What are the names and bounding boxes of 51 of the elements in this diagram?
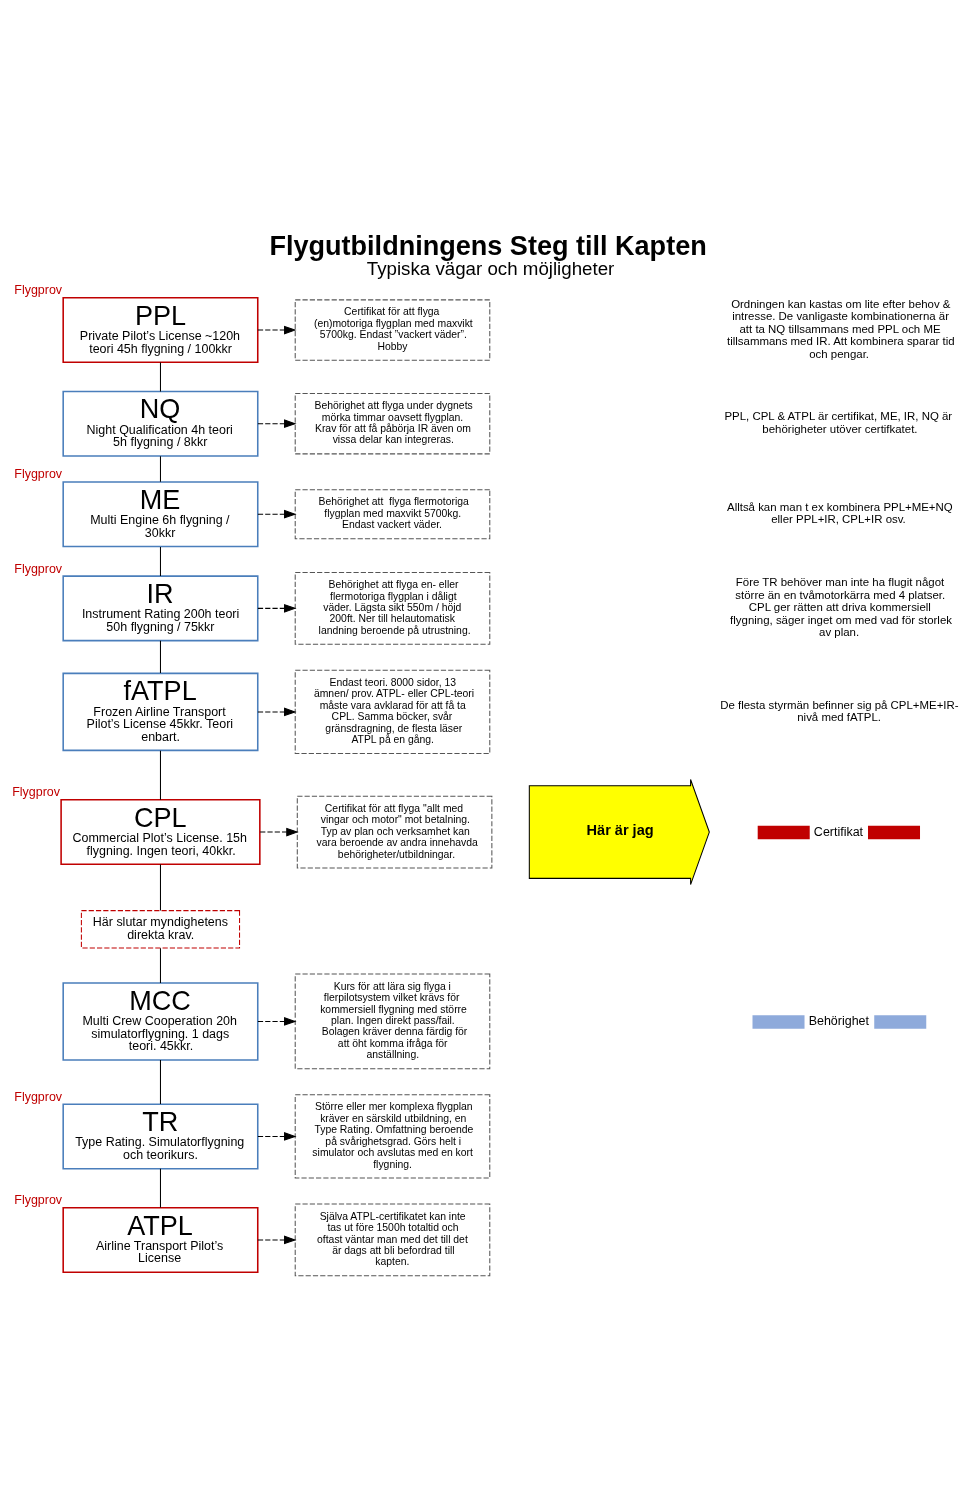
node-box: Certifikat för att flyga "allt med vingar och motor" mot betalning. Typ av plan och verksamhet kan vara beroende av andra innehavda behörigheter/utbildningar. [296,795,493,868]
node-box: Större eller mer komplexa flygplan kräver en särskild utbildning, en Type Rating. Omfattning beroende på svårighetsgrad. Görs helt i simulator och avslutas med en kort flygning. [294,1093,491,1179]
node-box: Kurs för att lära sig flyga i flerpilotsystem vilket krävs för kommersiell flygning med större plan. Ingen direkt pass/fail. Bolagen kräver denna färdig för att öht komma ifråga för anställning. [294,973,491,1069]
connector [159,455,161,482]
arrow [257,418,297,428]
node-box: Behörighet att flyga en- eller flermotoriga flygplan i dåligt väder. Lägsta sikt 550m / höjd 200ft. Ner till helautomatisk landning beroende på utrustning. [294,571,491,645]
node-box: MCC Multi Crew Cooperation 20h simulatorflygning. 1 dags teori. 45kkr. [62,981,259,1061]
arrow [257,707,297,716]
arrow [257,1016,297,1026]
node-box: CPL Commercial Plot’s License. 15h flygning. Ingen teori, 40kkr. [60,798,261,865]
node-box: Behörighet att flyga flermotoriga flygplan med maxvikt 5700kg. Endast vackert väder. [294,488,491,539]
connector [159,361,161,392]
node-box: TR Type Rating. Simulatorflygning och teorikurs. [62,1102,259,1169]
node-box: ATPL Airline Transport Pilot’s License [62,1206,259,1273]
connector [159,863,161,911]
connector [159,545,161,576]
connector [159,1167,161,1208]
node-box: Behörighet att flyga under dygnets mörka timmar oavsett flygplan. Krav för att få påbörja IR även om vissa delar kan integreras. [294,392,491,454]
connector [159,639,161,674]
node-label: Flygprov [14,1089,63,1104]
arrow [257,1235,297,1244]
connector [159,749,161,800]
node-box: fATPL Frozen Airline Transport Pilot’s License 45kkr. Teori enbart. [62,672,259,751]
node-label: Flygprov [14,466,63,481]
label: Alltså kan man t ex kombinera PPL+ME+NQ eller PPL+IR, CPL+IR osv. [727,500,953,525]
node-box: ME Multi Engine 6h flygning / 30kkr [62,480,259,547]
node-box: NQ Night Qualification 4h teori 5h flygning / 8kkr [62,390,259,457]
arrow [257,509,297,519]
arrow [257,1131,297,1141]
diagram-title: Flygutbildningens Steg till Kapten [269,230,707,261]
legend-label: Certifikat [813,824,864,839]
label: Ordningen kan kastas om lite efter behov & intresse. De vanligaste kombinationerna är att ta NQ tillsammans med PPL och ME tillsammans med IR. Att kombinera sparar tid och pengar. [727,297,955,360]
arrow [257,325,297,334]
node-box: Certifikat för att flyga (en)motoriga flygplan med maxvikt 5700kg. Endast ”vackert väder”. Hobby [294,298,491,361]
node-box: PPL Private Pilot’s License ~120h teori 45h flygning / 100kkr [62,296,259,363]
label: PPL, CPL & ATPL är certifikat, ME, IR, NQ är behörigheter utöver certifkatet. [724,409,953,435]
node-box: Här slutar myndighetens direkta krav. [80,909,241,949]
connector [159,947,161,983]
label: Före TR behöver man inte ha flugit något större än en tvåmotorkärra med 4 platser. CPL ger rätten att driva kommersiell flygning, säger inget om med vad för storlek av plan. [730,575,952,638]
arrow [259,827,299,836]
node-label: Flygprov [12,784,61,799]
legend-label: Behörighet [808,1013,869,1028]
node-box: Endast teori. 8000 sidor, 13 ämnen/ prov. ATPL- eller CPL-teori måste vara avklarad för att få ta CPL. Samma böcker, svår gränsdragning, de flesta läser ATPL på en gång. [294,669,491,754]
arrow [257,603,297,613]
connector [159,1059,161,1104]
node-label: Flygprov [14,1192,63,1207]
label: De flesta styrmän befinner sig på CPL+ME+IR-nivå med fATPL. [720,698,959,723]
node-label: Flygprov [14,282,63,297]
node-box: IR Instrument Rating 200h teori 50h flygning / 75kkr [62,574,259,641]
node-box: Själva ATPL-certifikatet kan inte tas ut före 1500h totaltid och oftast väntar man med det till det är dags att bli befordrad till kapten. [294,1203,491,1276]
node-label: Flygprov [14,561,63,576]
